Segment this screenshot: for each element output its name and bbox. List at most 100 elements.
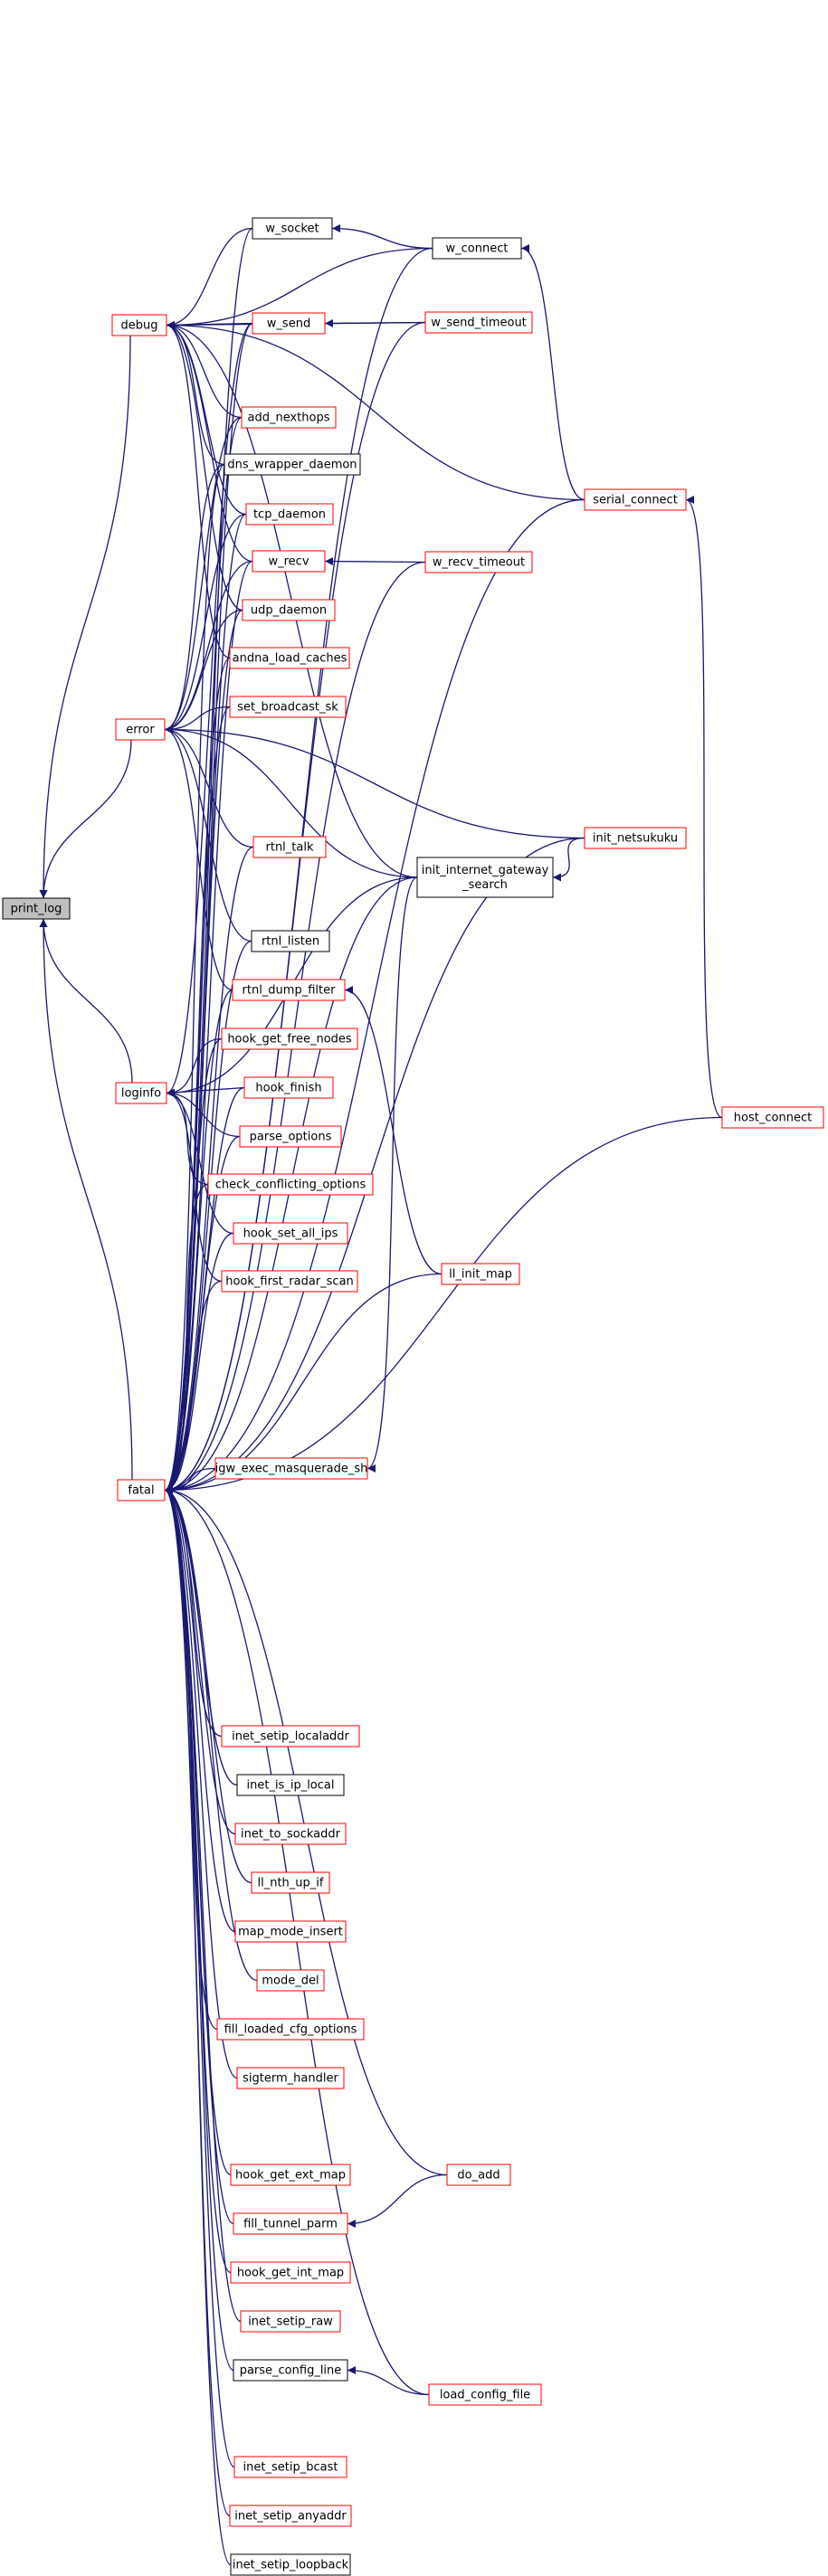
- node-andna_load_caches[interactable]: andna_load_caches: [229, 647, 350, 669]
- edge-serial_connect-to-fatal: [164, 498, 585, 1494]
- node-w_recv[interactable]: w_recv: [252, 550, 326, 573]
- node-hook_set_all_ips[interactable]: hook_set_all_ips: [233, 1222, 348, 1245]
- node-box: [115, 1082, 167, 1104]
- node-box: [428, 2383, 542, 2406]
- edge-dns_wrapper_daemon-to-fatal: [164, 463, 225, 1494]
- node-debug[interactable]: debug: [111, 314, 167, 336]
- node-hook_get_ext_map[interactable]: hook_get_ext_map: [230, 2164, 351, 2186]
- node-label: rtnl_listen: [262, 935, 319, 949]
- node-label: print_log: [11, 903, 62, 916]
- node-label: w_connect: [446, 242, 509, 256]
- node-w_connect[interactable]: w_connect: [432, 237, 522, 260]
- edge-rtnl_talk-to-fatal: [164, 846, 254, 1494]
- node-rtnl_dump_filter[interactable]: rtnl_dump_filter: [232, 979, 346, 1001]
- node-inet_setip_loopback[interactable]: inet_setip_loopback: [230, 2553, 351, 2576]
- node-label: inet_setip_loopback: [233, 2559, 349, 2572]
- node-parse_config_line[interactable]: parse_config_line: [233, 2359, 348, 2382]
- edge-udp_daemon-to-fatal: [164, 609, 243, 1494]
- edge-andna_load_caches-to-debug: [166, 321, 231, 659]
- node-label: hook_set_all_ips: [243, 1227, 338, 1241]
- edge-hook_first_radar_scan-to-fatal: [164, 1280, 223, 1494]
- node-box: [424, 311, 533, 334]
- node-loginfo[interactable]: loginfo: [115, 1082, 167, 1104]
- node-ll_nth_up_if[interactable]: ll_nth_up_if: [251, 1871, 330, 1894]
- node-check_conflicting_options[interactable]: check_conflicting_options: [207, 1173, 374, 1196]
- node-box: [233, 2212, 348, 2235]
- node-tcp_daemon[interactable]: tcp_daemon: [245, 503, 334, 526]
- node-inet_to_sockaddr[interactable]: inet_to_sockaddr: [234, 1823, 347, 1845]
- node-do_add[interactable]: do_add: [446, 2164, 511, 2186]
- node-label: host_connect: [734, 1112, 812, 1125]
- node-fill_loaded_cfg_options[interactable]: fill_loaded_cfg_options: [216, 2018, 365, 2041]
- node-box: [584, 827, 687, 849]
- node-box: [432, 237, 522, 260]
- node-init_netsukuku[interactable]: init_netsukuku: [584, 827, 687, 849]
- node-hook_finish[interactable]: hook_finish: [243, 1076, 334, 1099]
- node-fill_tunnel_parm[interactable]: fill_tunnel_parm: [233, 2212, 348, 2235]
- node-init_internet_gateway_search[interactable]: init_internet_gateway_search: [416, 857, 554, 898]
- node-w_recv_timeout[interactable]: w_recv_timeout: [424, 551, 533, 573]
- node-w_socket[interactable]: w_socket: [252, 217, 333, 240]
- node-dns_wrapper_daemon[interactable]: dns_wrapper_daemon: [224, 453, 361, 476]
- node-label: _search: [462, 878, 508, 892]
- edge-dns_wrapper_daemon-to-error: [164, 463, 225, 734]
- node-host_connect[interactable]: host_connect: [721, 1106, 824, 1129]
- node-load_config_file[interactable]: load_config_file: [428, 2383, 542, 2406]
- node-fatal[interactable]: fatal: [117, 1479, 166, 1501]
- edge-host_connect-to-serial_connect: [685, 496, 723, 1119]
- node-label: hook_get_free_nodes: [227, 1033, 352, 1046]
- node-print_log[interactable]: print_log: [2, 897, 71, 920]
- node-box: [2, 897, 71, 920]
- edges: [39, 224, 723, 2566]
- node-hook_get_free_nodes[interactable]: hook_get_free_nodes: [221, 1028, 358, 1050]
- node-hook_get_int_map[interactable]: hook_get_int_map: [230, 2261, 351, 2284]
- node-inet_setip_anyaddr[interactable]: inet_setip_anyaddr: [229, 2505, 352, 2527]
- node-box: [216, 2018, 365, 2041]
- node-w_send[interactable]: w_send: [252, 312, 326, 335]
- edge-init_netsukuku-to-error: [164, 725, 585, 839]
- node-label: set_broadcast_sk: [237, 701, 338, 715]
- node-label: parse_config_line: [240, 2364, 342, 2378]
- node-label: fill_tunnel_parm: [243, 2218, 338, 2231]
- node-rtnl_listen[interactable]: rtnl_listen: [251, 930, 330, 952]
- node-set_broadcast_sk[interactable]: set_broadcast_sk: [229, 696, 347, 718]
- node-ll_init_map[interactable]: ll_init_map: [441, 1263, 520, 1285]
- node-hook_first_radar_scan[interactable]: hook_first_radar_scan: [221, 1270, 358, 1293]
- node-map_mode_insert[interactable]: map_mode_insert: [234, 1920, 347, 1943]
- edge-serial_connect-to-w_connect: [520, 244, 585, 501]
- node-box: [245, 503, 334, 526]
- node-mode_del[interactable]: mode_del: [256, 1969, 325, 1992]
- node-box: [240, 2310, 341, 2333]
- node-sigterm_handler[interactable]: sigterm_handler: [236, 2067, 345, 2089]
- node-inet_setip_raw[interactable]: inet_setip_raw: [240, 2310, 341, 2333]
- node-box: [241, 406, 337, 429]
- edge-ll_nth_up_if-to-fatal: [164, 1486, 252, 1884]
- node-udp_daemon[interactable]: udp_daemon: [242, 599, 336, 621]
- node-error[interactable]: error: [115, 718, 166, 741]
- node-box: [230, 2164, 351, 2186]
- node-box: [243, 1076, 334, 1099]
- edge-udp_daemon-to-debug: [166, 321, 243, 611]
- node-box: [234, 1920, 347, 1943]
- node-igw_exec_masquerade_sh[interactable]: igw_exec_masquerade_sh: [214, 1457, 368, 1480]
- node-w_send_timeout[interactable]: w_send_timeout: [424, 311, 533, 334]
- node-label: fill_loaded_cfg_options: [224, 2023, 357, 2037]
- node-inet_is_ip_local[interactable]: inet_is_ip_local: [236, 1774, 345, 1796]
- node-box: [251, 930, 330, 952]
- node-label: load_config_file: [440, 2389, 530, 2402]
- node-rtnl_talk[interactable]: rtnl_talk: [252, 836, 327, 858]
- edge-init_netsukuku-to-fatal: [164, 837, 585, 1494]
- node-parse_options[interactable]: parse_options: [239, 1125, 342, 1148]
- node-label: igw_exec_masquerade_sh: [215, 1463, 368, 1476]
- node-serial_connect[interactable]: serial_connect: [584, 488, 687, 511]
- node-label: rtnl_dump_filter: [243, 984, 337, 998]
- edge-w_recv_timeout-to-w_recv: [324, 557, 426, 566]
- node-label: w_recv: [268, 555, 309, 569]
- node-inet_setip_localaddr[interactable]: inet_setip_localaddr: [221, 1725, 360, 1747]
- node-inet_setip_bcast[interactable]: inet_setip_bcast: [233, 2456, 347, 2478]
- edge-inet_setip_localaddr-to-fatal: [164, 1486, 223, 1738]
- node-label: loginfo: [121, 1087, 161, 1101]
- edge-mode_del-to-fatal: [164, 1486, 258, 1982]
- node-add_nexthops[interactable]: add_nexthops: [241, 406, 337, 429]
